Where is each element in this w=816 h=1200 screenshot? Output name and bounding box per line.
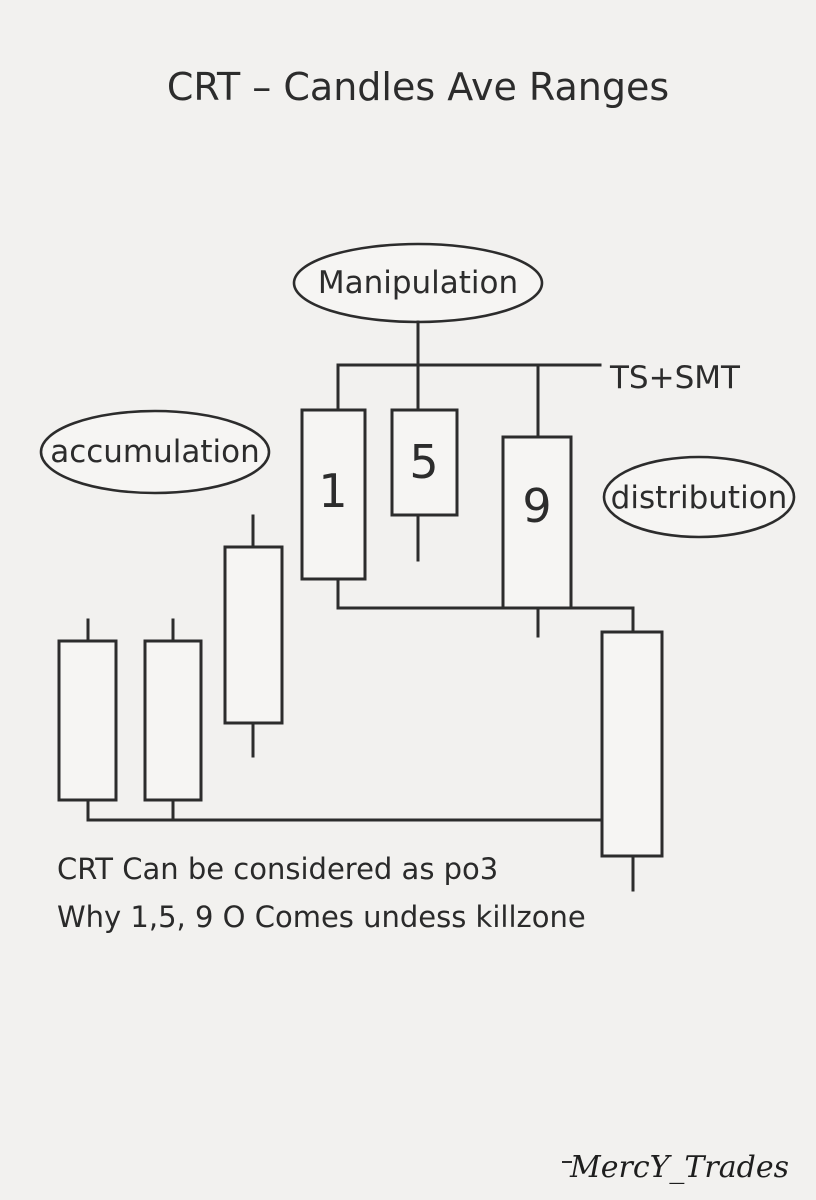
manipulation-bubble: Manipulation [292, 242, 544, 324]
candle-body [390, 408, 459, 517]
note-line-1: CRT Can be considered as po3 [57, 852, 499, 886]
accumulation-oval [39, 409, 271, 495]
candle-number-9: 9 [522, 479, 551, 533]
candle [57, 618, 118, 822]
distribution-bubble: distribution [602, 455, 796, 539]
manipulation-label: Manipulation [318, 265, 518, 301]
signature-text: MercY_Trades [569, 1150, 789, 1185]
note-line-2: Why 1,5, 9 O Comes undess killzone [57, 900, 586, 934]
candle-number-1: 1 [318, 464, 347, 518]
signature: MercY_Trades [562, 1150, 789, 1185]
candle-one: 1 [300, 363, 367, 610]
candle-body [57, 639, 118, 802]
candle-body [600, 630, 664, 858]
candle-nine: 9 [501, 363, 573, 638]
diagram-title: CRT – Candles Ave Ranges [167, 65, 669, 109]
candle [223, 514, 284, 758]
ts-smt-label: TS+SMT [609, 360, 741, 396]
candle-body [143, 639, 203, 802]
candle-body [501, 435, 573, 610]
candle [143, 618, 203, 822]
candle-distribution [600, 606, 664, 892]
candle-number-5: 5 [409, 435, 438, 489]
distribution-oval [602, 455, 796, 539]
candle-five: 5 [390, 408, 459, 562]
accumulation-bubble: accumulation [39, 409, 271, 495]
accumulation-label: accumulation [50, 434, 260, 470]
candle-body [300, 408, 367, 581]
distribution-label: distribution [611, 480, 788, 516]
candle-body [223, 545, 284, 725]
